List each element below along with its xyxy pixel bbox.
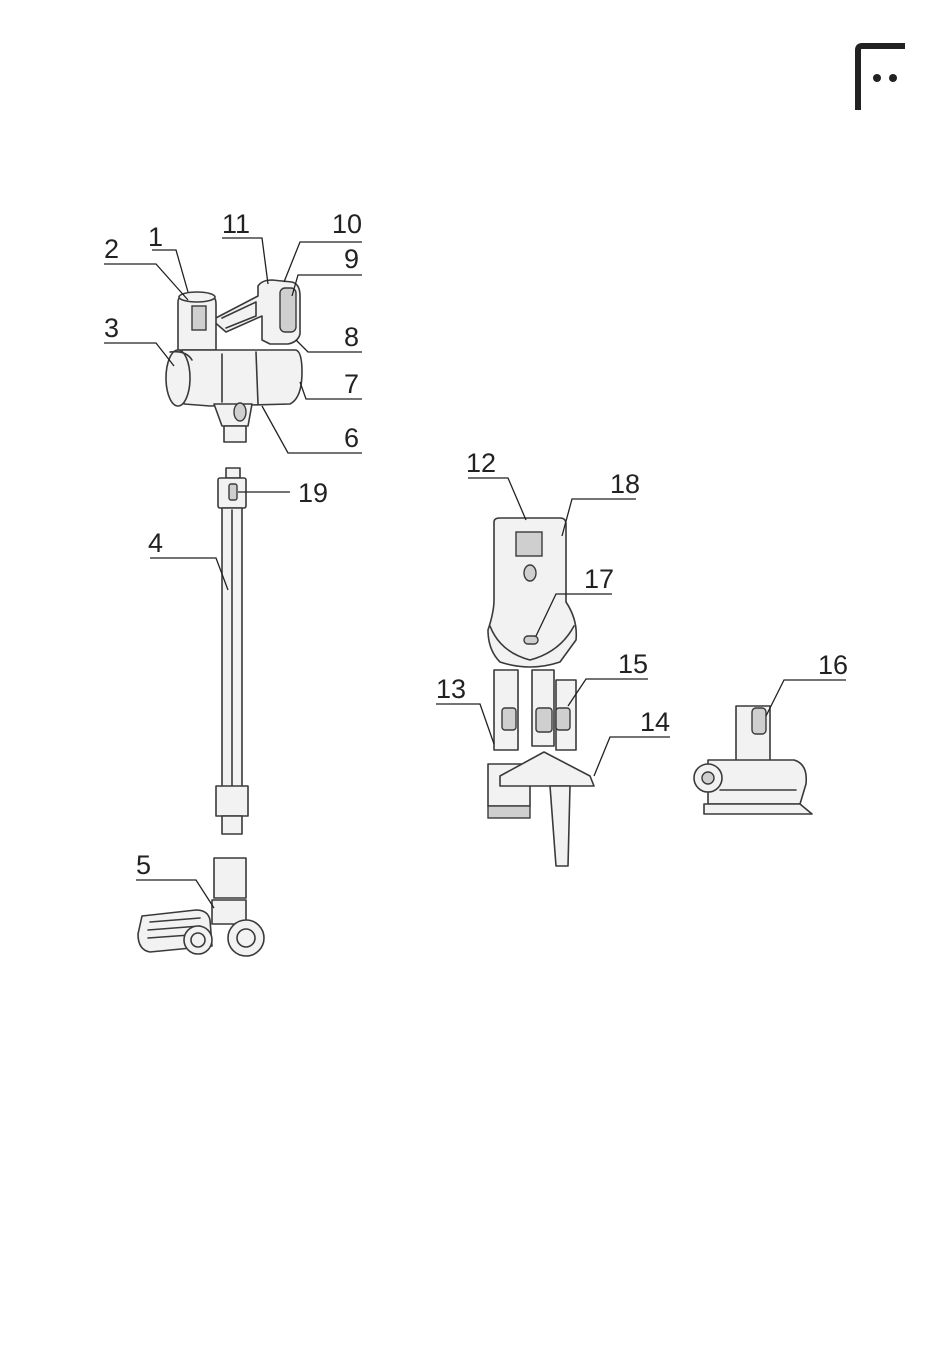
callout-16: 16 — [818, 650, 848, 680]
callout-7: 7 — [344, 369, 359, 399]
callout-14: 14 — [640, 707, 670, 737]
callout-9: 9 — [344, 244, 359, 274]
callout-12: 12 — [466, 448, 496, 478]
callout-13: 13 — [436, 674, 466, 704]
callout-17: 17 — [584, 564, 614, 594]
callout-5: 5 — [136, 850, 151, 880]
callout-8: 8 — [344, 322, 359, 352]
callout-11: 11 — [222, 209, 250, 239]
callout-3: 3 — [104, 313, 119, 343]
callout-15: 15 — [618, 649, 648, 679]
callout-18: 18 — [610, 469, 640, 499]
bracket-dots-logo-icon — [858, 46, 905, 110]
callout-19: 19 — [298, 478, 328, 508]
callout-2: 2 — [104, 234, 119, 264]
extension-tube — [216, 468, 248, 834]
mini-motor-brush — [694, 706, 812, 814]
callout-10: 10 — [332, 209, 362, 239]
floor-brush-head — [138, 858, 264, 956]
callout-6: 6 — [344, 423, 359, 453]
callout-1: 1 — [148, 222, 163, 252]
vacuum-main-unit — [166, 280, 302, 442]
callout-4: 4 — [148, 528, 163, 558]
